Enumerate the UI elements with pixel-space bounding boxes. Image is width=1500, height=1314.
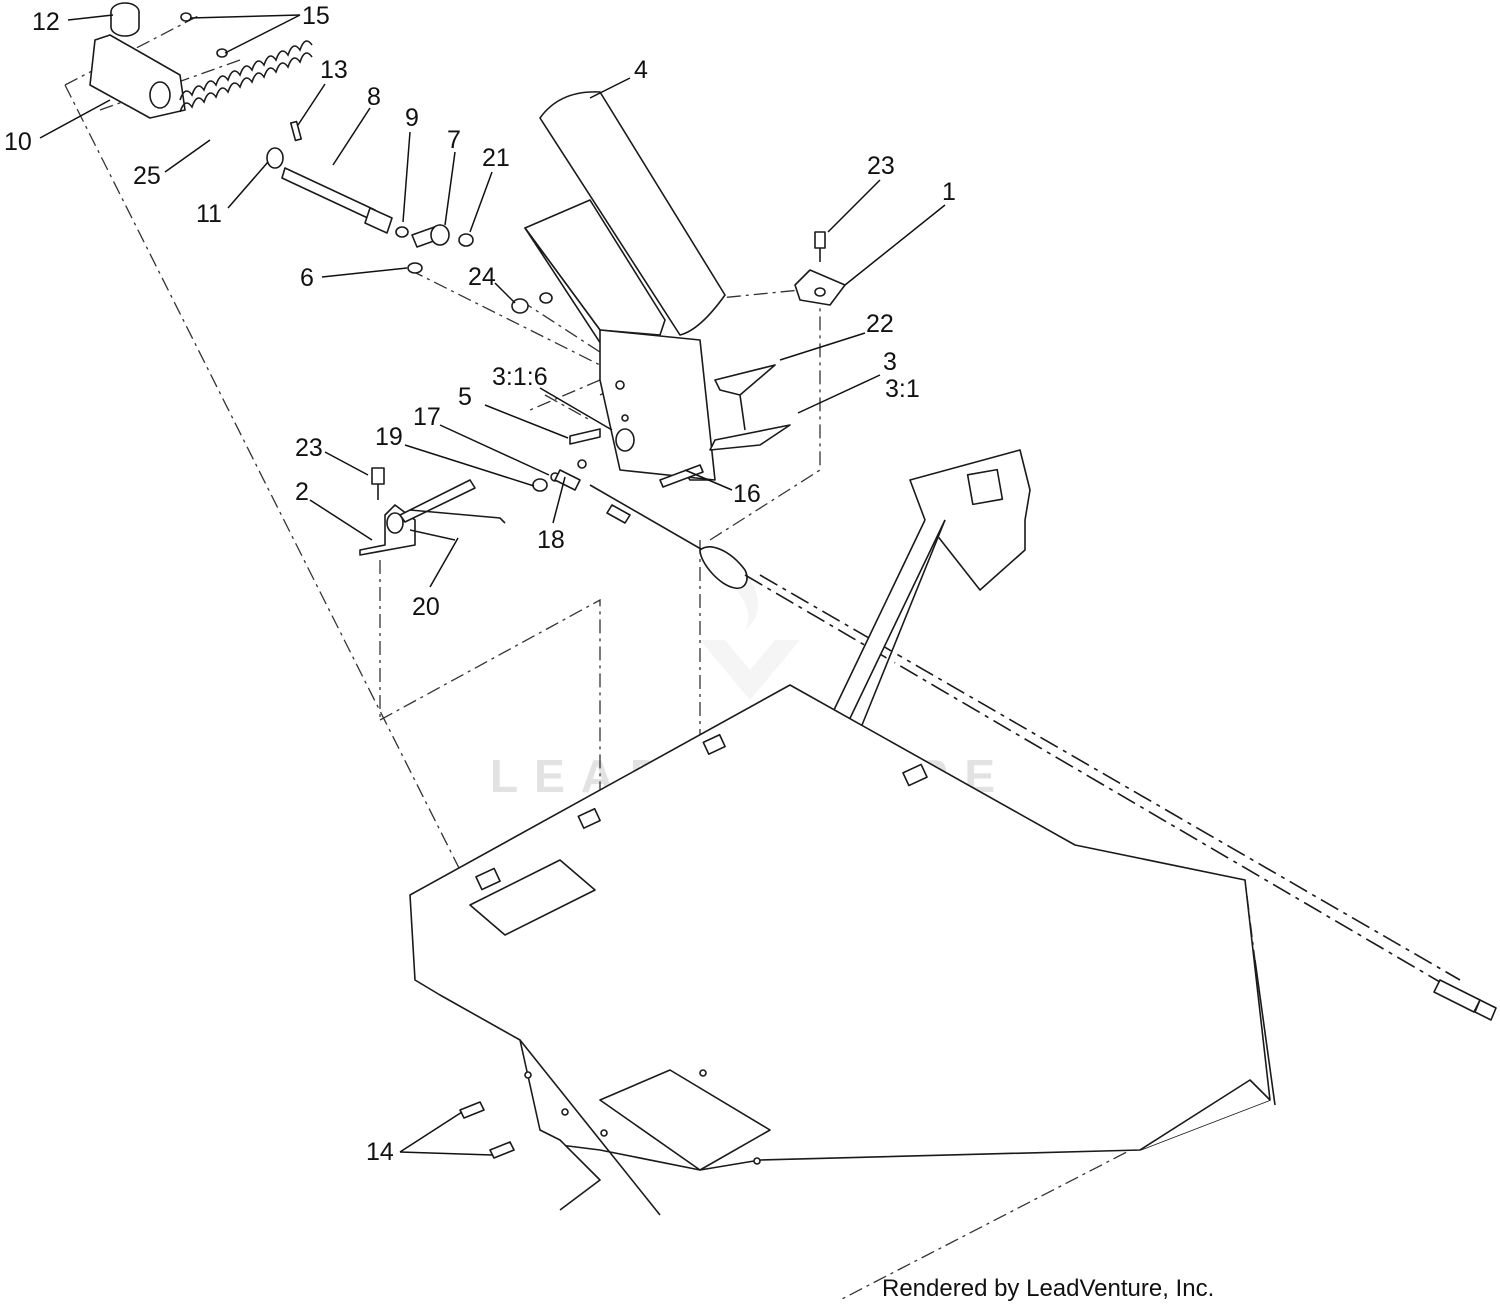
callout-4: 4 [634, 56, 648, 84]
credit-text: Rendered by LeadVenture, Inc. [882, 1275, 1214, 1302]
callout-15: 15 [302, 2, 330, 30]
pivot-bracket [89, 2, 228, 119]
callout-14: 14 [366, 1138, 394, 1166]
callout-1: 1 [942, 178, 956, 206]
callout-labels: 12 15 10 13 8 25 11 9 7 21 4 23 1 6 24 2… [4, 2, 956, 1166]
callout-10: 10 [4, 128, 32, 156]
callout-24: 24 [468, 263, 496, 291]
callout-3: 3 [883, 348, 897, 376]
callout-7: 7 [447, 126, 461, 154]
callout-3-1-6: 3:1:6 [492, 363, 548, 391]
callout-21: 21 [482, 144, 510, 172]
callout-23-top: 23 [867, 152, 895, 180]
callout-9: 9 [405, 104, 419, 132]
callout-13: 13 [320, 56, 348, 84]
pedal-bracket-right [794, 231, 846, 306]
callout-18: 18 [537, 526, 565, 554]
mounting-bolts [459, 1101, 515, 1159]
accelerator-pedal [524, 91, 791, 488]
callout-25: 25 [133, 162, 161, 190]
floor-plate [409, 684, 1276, 1216]
leader-lines [39, 14, 946, 1156]
callout-5: 5 [458, 383, 472, 411]
callout-11: 11 [196, 200, 222, 228]
callout-16: 16 [733, 480, 761, 508]
return-spring [179, 40, 313, 169]
callout-2: 2 [295, 478, 309, 506]
cable-bracket-left [359, 459, 587, 556]
callout-23-left: 23 [295, 434, 323, 462]
callout-3-1: 3:1 [885, 375, 920, 403]
callout-6: 6 [300, 264, 314, 292]
callout-12: 12 [32, 8, 60, 36]
callout-22: 22 [866, 310, 894, 338]
callout-17: 17 [413, 403, 441, 431]
watermark-logo [700, 560, 800, 700]
pedal-rod [281, 167, 553, 314]
callout-8: 8 [367, 83, 381, 111]
callout-19: 19 [375, 423, 403, 451]
callout-20: 20 [412, 593, 440, 621]
